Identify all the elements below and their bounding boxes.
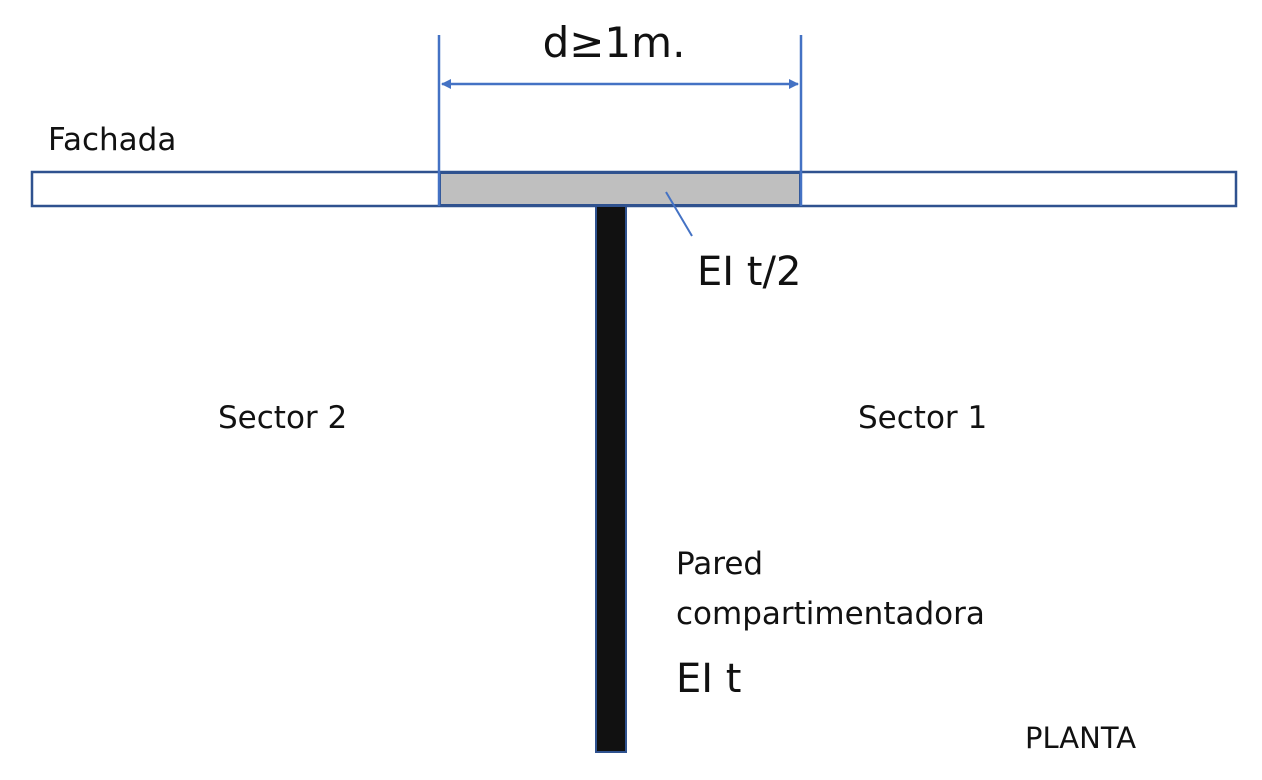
facade-protected-segment (439, 172, 801, 206)
facade-label: Fachada (48, 122, 176, 158)
leader-line (665, 191, 693, 237)
wall-rating-label: EI t (676, 656, 741, 702)
sector-2-label: Sector 2 (218, 400, 347, 436)
wall-label-line2: compartimentadora (676, 596, 985, 632)
wall-label-line1: Pared (676, 546, 763, 582)
facade-segment-label: EI t/2 (697, 249, 801, 295)
dimension-label: d≥1m. (543, 18, 686, 67)
view-label: PLANTA (1025, 721, 1136, 755)
compartment-wall (595, 205, 627, 753)
sector-1-label: Sector 1 (858, 400, 987, 436)
